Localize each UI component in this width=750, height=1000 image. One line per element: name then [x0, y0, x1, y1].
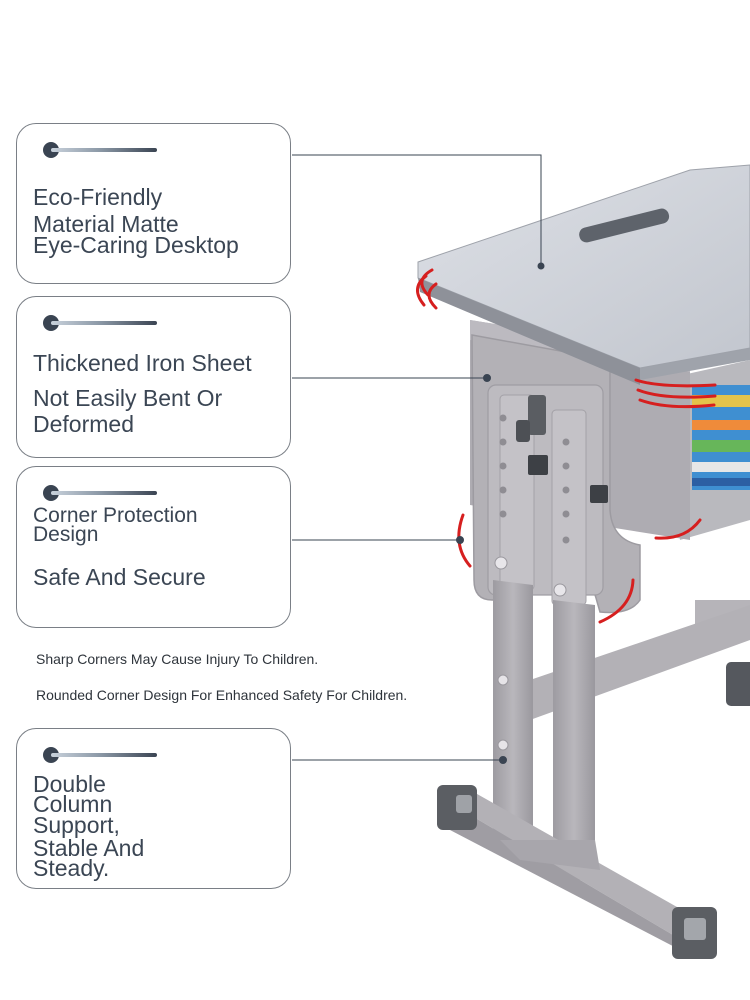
card-text-line: Not Easily Bent Or [33, 385, 223, 411]
bullet-slider-icon [43, 485, 157, 501]
callout-connectors [292, 154, 542, 764]
card-text-line: Deformed [33, 411, 134, 437]
card-text-line: Support, [33, 812, 120, 838]
safety-note-sharp: Sharp Corners May Cause Injury To Childr… [36, 651, 319, 667]
bullet-slider-icon [43, 315, 157, 331]
card-text-line: Material Matte [33, 211, 179, 237]
card-text-line: Eye-Caring Desktop [33, 232, 239, 258]
bullet-slider-icon [43, 747, 157, 763]
card-text-line: Safe And Secure [33, 564, 206, 590]
card-text-line: Corner Protection [33, 504, 198, 527]
feature-card-desktop: Eco-Friendly Material Matte Eye-Caring D… [16, 123, 291, 284]
safety-note-rounded: Rounded Corner Design For Enhanced Safet… [36, 687, 408, 703]
feature-card-iron-sheet: Thickened Iron Sheet Not Easily Bent Or … [16, 296, 291, 458]
card-text-line: Stable And [33, 835, 145, 861]
feature-card-double-column: Double Column Support, Stable And Steady… [16, 728, 291, 889]
feature-card-corner-protection: Corner Protection Design Safe And Secure [16, 466, 291, 628]
front-legs [437, 580, 717, 959]
card-text-line: Double [33, 771, 106, 797]
card-text-line: Eco-Friendly [33, 184, 163, 210]
card-text-line: Design [33, 523, 99, 546]
bullet-slider-icon [43, 142, 157, 158]
card-text-line: Column [33, 791, 113, 817]
card-text-line: Steady. [33, 855, 110, 881]
card-text-line: Thickened Iron Sheet [33, 350, 252, 376]
desktop [417, 164, 750, 385]
